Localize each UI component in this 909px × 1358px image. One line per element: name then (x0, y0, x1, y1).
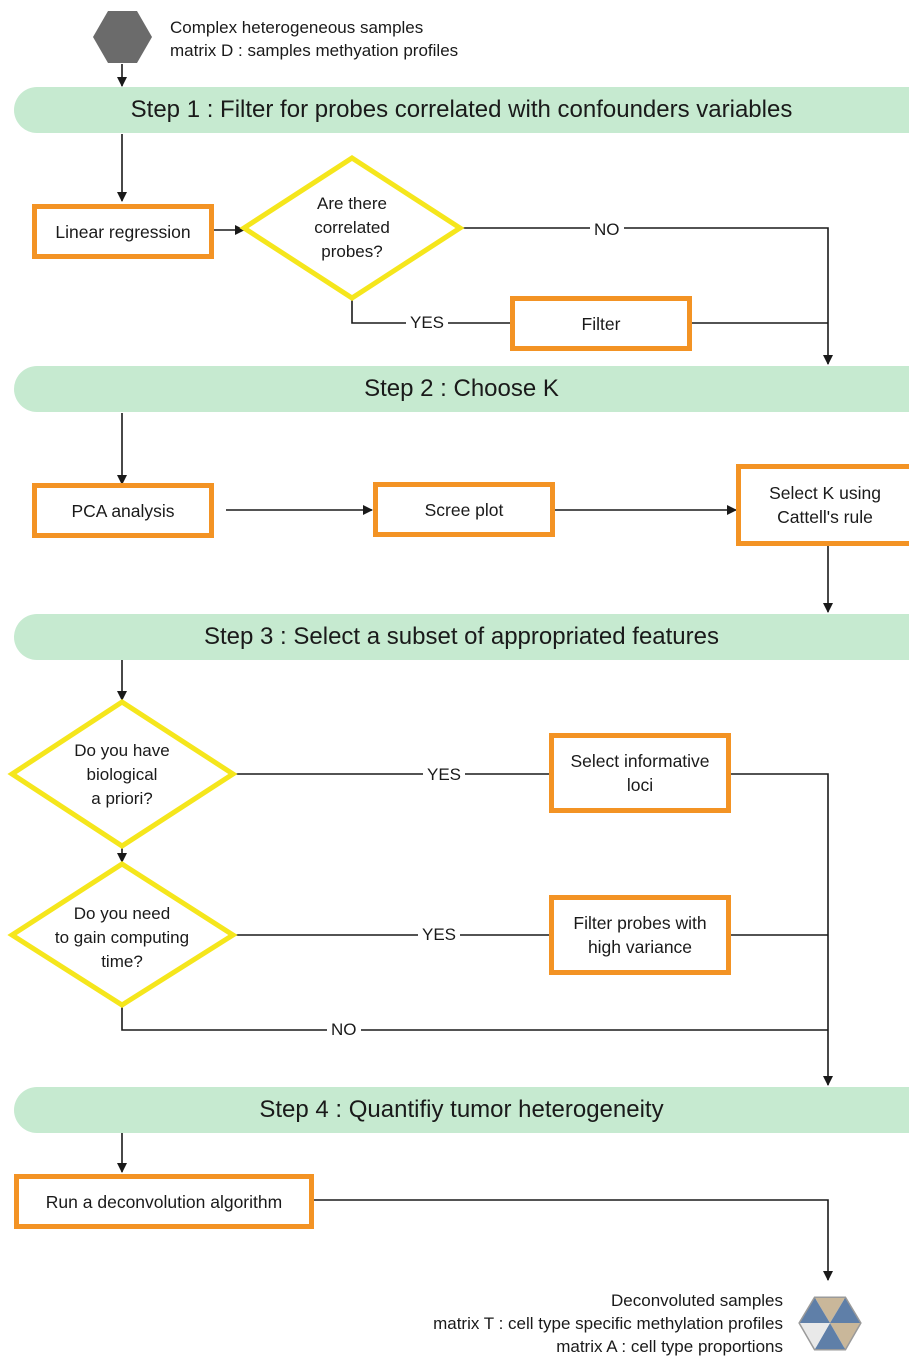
input-hexagon-icon (93, 11, 152, 63)
filter-variance-line-1: Filter probes with (573, 913, 707, 933)
biological-q-line-1: Do you have (74, 741, 170, 760)
no-label-computing: NO (327, 1020, 361, 1040)
scree-plot-box: Scree plot (373, 482, 555, 537)
computing-time-diamond (7, 861, 238, 1008)
filter-high-variance-box: Filter probes with high variance (549, 895, 731, 975)
pca-analysis-label: PCA analysis (71, 500, 175, 521)
correlated-q-line-1: Are there (317, 194, 387, 213)
step2-band: Step 2 : Choose K (14, 366, 909, 412)
filter-label: Filter (581, 313, 621, 334)
edge-merge-to-step4 (730, 773, 833, 1086)
select-k-line-2: Cattell's rule (777, 507, 873, 527)
computing-q-line-2: to gain computing (54, 928, 190, 947)
select-k-line-1: Select K using (769, 483, 881, 503)
deconvolution-box: Run a deconvolution algorithm (14, 1174, 314, 1229)
correlated-probes-diamond (239, 155, 465, 301)
select-loci-line-1: Select informative (570, 751, 710, 771)
input-description: Complex heterogeneous samples matrix D :… (170, 16, 458, 62)
correlated-q-line-2: correlated (314, 218, 390, 237)
no-label-correlated: NO (590, 220, 624, 240)
output-line-2: matrix T : cell type specific methylatio… (433, 1314, 783, 1333)
yes-label-computing: YES (418, 925, 461, 945)
pca-analysis-box: PCA analysis (32, 483, 214, 538)
step3-band: Step 3 : Select a subset of appropriated… (14, 614, 909, 660)
biological-apriori-diamond (7, 699, 238, 849)
computing-q-line-1: Do you need (73, 904, 171, 923)
biological-q-line-3: a priori? (91, 789, 153, 808)
edge-no-computing (121, 1005, 828, 1031)
output-description: Deconvoluted samples matrix T : cell typ… (433, 1289, 783, 1358)
step4-band: Step 4 : Quantifiy tumor heterogeneity (14, 1087, 909, 1133)
input-line-2: matrix D : samples methyation profiles (170, 41, 459, 60)
correlated-q-line-3: probes? (321, 242, 383, 261)
edge-no-correlated (460, 227, 833, 365)
yes-label-biological: YES (423, 765, 466, 785)
biological-apriori-question: Do you have biological a priori? (52, 738, 192, 812)
linear-regression-label: Linear regression (55, 221, 191, 242)
edge-yes-correlated (351, 298, 512, 324)
scree-plot-label: Scree plot (424, 499, 504, 520)
filter-box: Filter (510, 296, 692, 351)
computing-q-line-3: time? (101, 952, 143, 971)
deconvolution-label: Run a deconvolution algorithm (45, 1191, 283, 1212)
computing-time-question: Do you need to gain computing time? (40, 901, 204, 975)
input-line-1: Complex heterogeneous samples (170, 18, 424, 37)
yes-label-correlated: YES (406, 313, 449, 333)
biological-q-line-2: biological (86, 765, 158, 784)
correlated-probes-question: Are there correlated probes? (284, 188, 420, 268)
select-k-box: Select K using Cattell's rule (736, 464, 909, 546)
output-line-3: matrix A : cell type proportions (556, 1337, 783, 1356)
arrow-deconvolution-output (313, 1199, 833, 1281)
output-cube-icon (798, 1296, 862, 1351)
step1-band: Step 1 : Filter for probes correlated wi… (14, 87, 909, 133)
output-line-1: Deconvoluted samples (611, 1291, 783, 1310)
select-loci-line-2: loci (626, 775, 654, 795)
linear-regression-box: Linear regression (32, 204, 214, 259)
select-informative-loci-box: Select informative loci (549, 733, 731, 813)
filter-variance-line-2: high variance (587, 937, 693, 957)
